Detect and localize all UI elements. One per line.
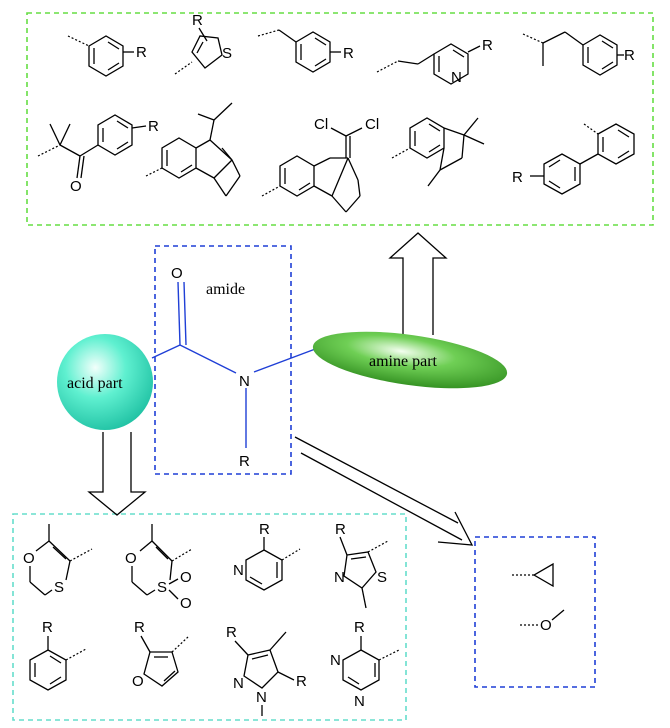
sulfonyl-o-label: O [180,595,192,612]
acid-oxathiinyl-structure: O S [23,524,93,596]
carbonyl-oxygen-label: O [171,265,183,282]
r-label: R [226,624,237,641]
methoxy-o-label: O [540,617,552,634]
sulfur-label: S [222,45,232,62]
amine-thienyl-r-structure: R S [174,12,232,75]
amine-phenyl-r-structure: R [67,35,147,77]
amide-nitrogen-substituent-label: R [239,453,250,470]
amine-benzyl-r-structure: R [257,29,354,73]
ring-o-label: O [125,550,137,567]
acid-pyridinyl-r-structure: R N [233,521,301,591]
r-label: R [42,619,53,636]
carbonyl-o-label: O [70,178,82,195]
r-label: R [624,47,635,64]
pyrazine-n-label: N [354,693,365,710]
ring-s-label: S [157,579,167,596]
r-label: R [134,619,145,636]
arrow-diagonal-to-linker-box [294,436,474,546]
amine-benzonorbornene-dichlorovinyl-structure: Cl Cl [261,116,379,213]
r-label: R [354,619,365,636]
amine-propylphenyl-r-structure: R [522,31,635,76]
sulfonyl-o-label: O [180,569,192,586]
r-label: R [335,521,346,538]
acid-pyrazinyl-r-structure: R N N [330,619,400,710]
acid-pyrazolyl-r-structure: R R N N [226,624,307,716]
chlorine-label: Cl [314,116,328,133]
acid-thiazolyl-r-structure: R N S [334,521,389,609]
r-label: R [512,169,523,186]
amide-box [154,245,292,475]
amine-ethyl-pyridyl-r-structure: N R [376,37,493,86]
acid-part-box [12,513,407,721]
pyridine-n-label: N [451,69,462,86]
acid-phenyl-r-structure: R [29,619,87,691]
pyridine-n-label: N [233,562,244,579]
linker-methoxy-structure: O [520,609,565,634]
pyrazole-n-label: N [256,689,267,706]
amine-biphenyl-r-structure: R [512,123,635,195]
amide-nitrogen-label: N [239,373,250,390]
linker-box [474,536,596,688]
r-label: R [192,12,203,29]
amine-trimethylindanyl-structure [391,117,485,187]
r-label: R [343,45,354,62]
arrow-up-to-amine-box [388,232,448,335]
r-label: R [148,118,159,135]
ring-s-label: S [54,579,64,596]
furan-o-label: O [132,673,144,690]
amide-label: amide [206,281,245,298]
arrow-down-to-acid-box [87,432,147,516]
pyrazine-n-label: N [330,652,341,669]
r-label: R [482,37,493,54]
acid-part-label: acid part [67,375,123,392]
amide-core-structure: O N R amide [151,265,319,470]
amine-part-ellipse: amine part [312,331,508,389]
ring-o-label: O [23,550,35,567]
chlorine-label: Cl [365,116,379,133]
thiazole-n-label: N [334,569,345,586]
acid-part-sphere: acid part [57,334,153,430]
pyrazole-n-label: N [233,675,244,692]
r-label: R [296,673,307,690]
acid-furanyl-r-structure: R O [132,619,189,690]
acid-oxathiinyl-dioxide-structure: O S O O [125,524,193,612]
r-label: R [259,521,270,538]
r-label: R [136,44,147,61]
amine-benzoyl-dimethyl-r-structure: O R [37,114,159,195]
amine-part-label: amine part [369,353,438,370]
amine-benzonorbornene-isopropyl-structure [145,102,241,197]
amine-part-box [26,12,654,226]
linker-cyclopropyl-structure [512,562,554,588]
thiazole-s-label: S [377,569,387,586]
